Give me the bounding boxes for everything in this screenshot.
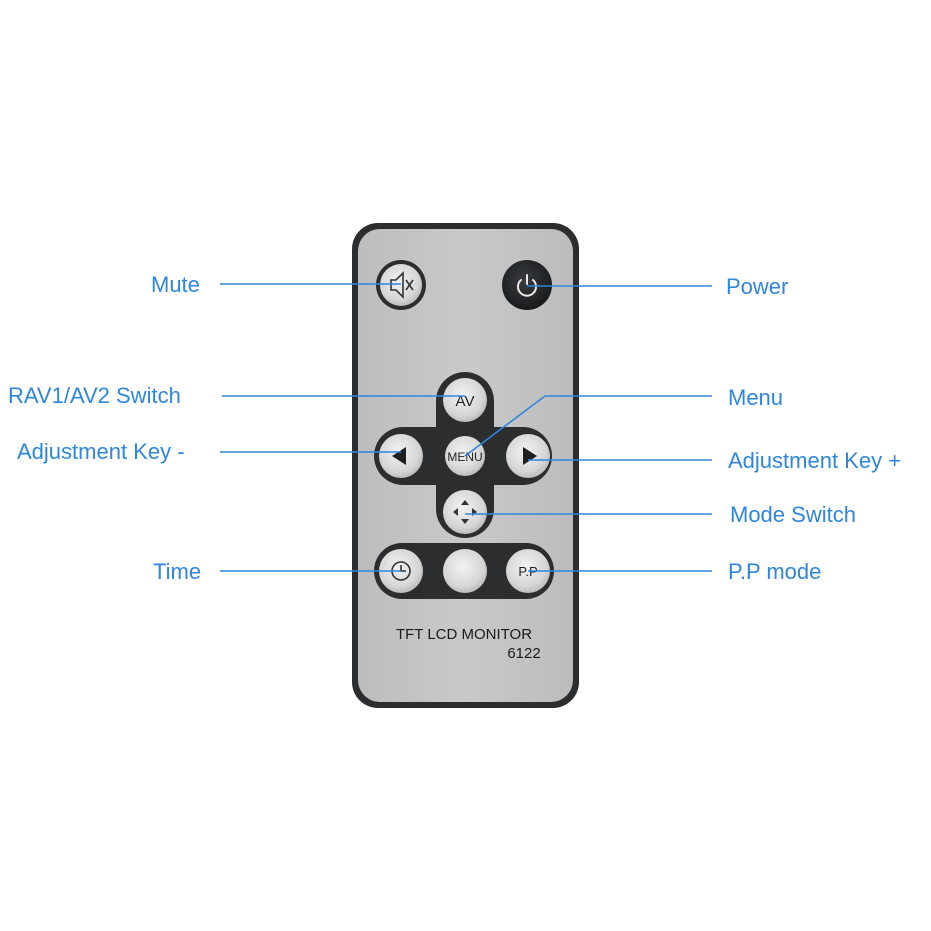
right-arrow-icon: [523, 447, 537, 465]
model-number: 6122: [507, 645, 540, 662]
label-mode-switch: Mode Switch: [730, 502, 856, 527]
label-power: Power: [726, 274, 789, 299]
label-adjust-minus: Adjustment Key -: [17, 439, 185, 464]
label-adjust-plus: Adjustment Key +: [728, 448, 902, 473]
leader-menu: [464, 395, 712, 457]
leader-lines: [220, 283, 712, 572]
power-icon: [517, 274, 537, 297]
mode-switch-button[interactable]: [443, 490, 487, 534]
power-button[interactable]: [502, 260, 552, 310]
left-arrow-icon: [392, 447, 406, 465]
label-menu: Menu: [728, 385, 784, 410]
mute-button[interactable]: [376, 260, 426, 310]
av-button-label: AV: [456, 393, 475, 410]
label-mute: Mute: [151, 272, 200, 297]
mute-icon: [390, 271, 414, 299]
direction-arrows-icon: [453, 500, 477, 524]
label-rav-switch: RAV1/AV2 Switch: [8, 383, 181, 408]
label-pp-mode: P.P mode: [728, 559, 822, 584]
menu-button-label: MENU: [447, 450, 482, 464]
av-button[interactable]: AV: [443, 378, 487, 422]
label-time: Time: [153, 559, 202, 584]
adjust-minus-button[interactable]: [379, 434, 423, 478]
adjust-plus-button[interactable]: [506, 434, 550, 478]
model-name: TFT LCD MONITOR: [396, 626, 532, 643]
blank-button[interactable]: [443, 549, 487, 593]
